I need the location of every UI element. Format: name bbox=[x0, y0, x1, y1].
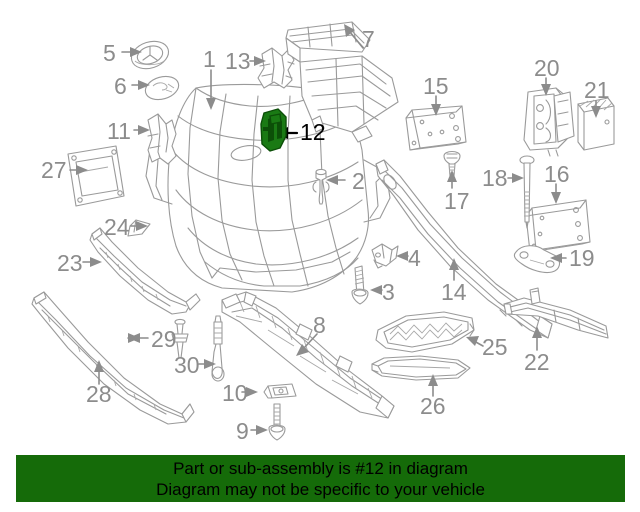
callout-label-29: 29 bbox=[151, 326, 177, 352]
callout-label-15: 15 bbox=[423, 73, 449, 99]
callout-label-11: 11 bbox=[107, 118, 131, 144]
part-push-pin-fastener bbox=[171, 318, 189, 359]
callout-label-19: 19 bbox=[569, 245, 595, 271]
part-lower-grille-molding bbox=[89, 227, 201, 315]
callout-label-12: 12 bbox=[300, 119, 326, 145]
part-front-bumper-cover bbox=[145, 83, 391, 293]
part-upper-mount-bracket bbox=[257, 47, 295, 89]
callout-label-2: 2 bbox=[352, 168, 365, 194]
part-mounting-plate-right bbox=[405, 105, 467, 151]
notice-line-1: Part or sub-assembly is #12 in diagram bbox=[173, 458, 468, 478]
part-model-badge bbox=[144, 75, 180, 101]
notice-banner: Part or sub-assembly is #12 in diagram D… bbox=[16, 455, 625, 502]
part-reinforcement-rail bbox=[503, 287, 609, 339]
callout-label-7: 7 bbox=[362, 26, 375, 52]
callout-label-1: 1 bbox=[203, 46, 216, 72]
part-link-plate bbox=[513, 245, 561, 274]
part-tapping-screw bbox=[268, 403, 286, 441]
part-tow-hook-cap-tether bbox=[211, 315, 225, 382]
callout-label-4: 4 bbox=[408, 245, 421, 271]
part-latch-assembly bbox=[523, 87, 575, 157]
callout-label-5: 5 bbox=[103, 40, 116, 66]
part-mercedes-star-emblem bbox=[130, 40, 170, 70]
callout-label-9: 9 bbox=[236, 418, 249, 444]
callout-label-18: 18 bbox=[482, 165, 508, 191]
callout-label-10: 10 bbox=[222, 380, 248, 406]
part-upper-reinforcement-bar bbox=[299, 55, 399, 143]
callout-label-17: 17 bbox=[444, 188, 470, 214]
part-fog-lamp-grille bbox=[375, 311, 475, 353]
callout-label-6: 6 bbox=[114, 73, 127, 99]
callout-label-14: 14 bbox=[441, 279, 467, 305]
part-mounting-plate-left bbox=[525, 199, 591, 253]
callout-label-21: 21 bbox=[584, 77, 610, 103]
part-lower-deflector-shield bbox=[221, 291, 395, 419]
part-hex-flange-bolt bbox=[351, 265, 369, 305]
callout-label-3: 3 bbox=[382, 279, 395, 305]
part-lower-valance-molding bbox=[31, 291, 195, 425]
part-license-plate-bracket bbox=[67, 145, 125, 207]
callout-label-24: 24 bbox=[104, 214, 130, 240]
callout-label-20: 20 bbox=[534, 55, 560, 81]
callout-label-22: 22 bbox=[524, 349, 550, 375]
part-retainer-nut-clip bbox=[263, 383, 297, 399]
callout-label-8: 8 bbox=[313, 312, 326, 338]
callout-label-13: 13 bbox=[225, 48, 251, 74]
callout-label-16: 16 bbox=[544, 161, 570, 187]
part-side-bracket-left bbox=[147, 113, 177, 165]
callout-label-23: 23 bbox=[57, 250, 83, 276]
callout-label-26: 26 bbox=[420, 393, 446, 419]
part-lower-trim-strip bbox=[371, 355, 471, 381]
part-long-hex-bolt bbox=[519, 155, 535, 229]
callout-label-28: 28 bbox=[86, 381, 112, 407]
part-small-bracket bbox=[371, 243, 399, 269]
part-bumper-cover-clip-highlighted bbox=[260, 108, 287, 152]
notice-line-2: Diagram may not be specific to your vehi… bbox=[156, 479, 485, 499]
callout-label-30: 30 bbox=[174, 352, 200, 378]
part-expanding-rivet-clip bbox=[312, 168, 330, 205]
callout-label-27: 27 bbox=[41, 157, 67, 183]
callout-label-25: 25 bbox=[482, 334, 508, 360]
